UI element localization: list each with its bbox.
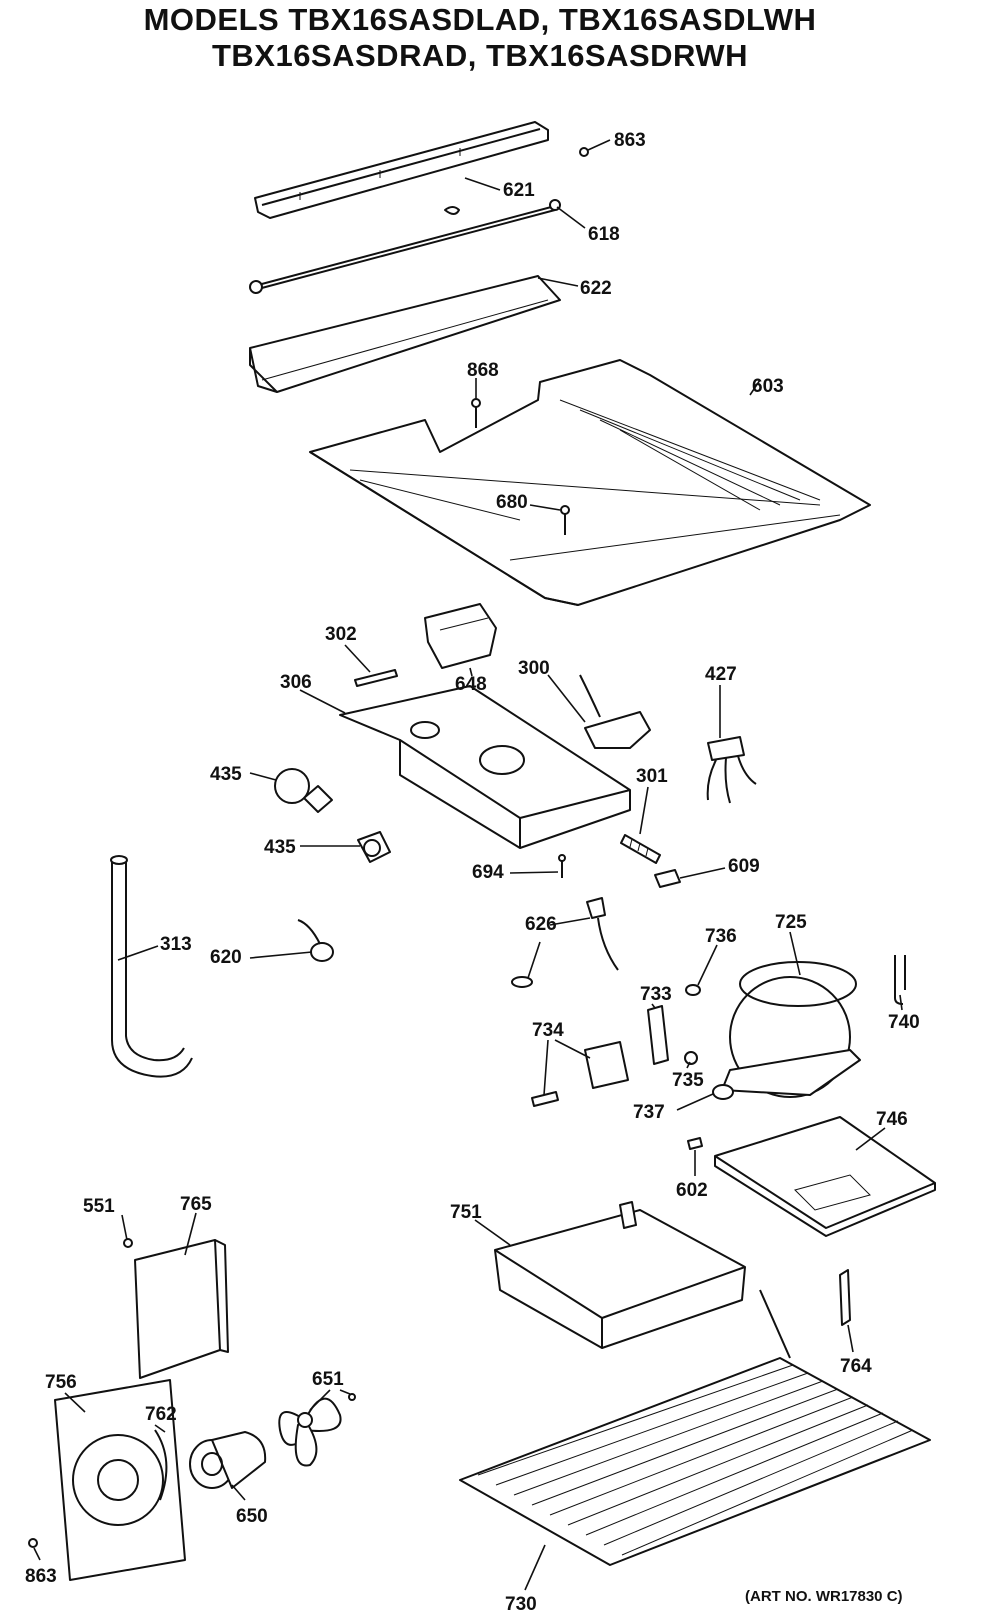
label-737: 737 bbox=[633, 1102, 665, 1123]
label-551: 551 bbox=[83, 1196, 115, 1217]
part-302-pin[interactable] bbox=[354, 669, 398, 687]
label-762: 762 bbox=[145, 1404, 177, 1425]
part-734-overload[interactable] bbox=[531, 1041, 629, 1107]
part-651-fan-blade[interactable] bbox=[278, 1393, 356, 1467]
part-765-panel[interactable] bbox=[134, 1239, 229, 1379]
label-651: 651 bbox=[312, 1369, 344, 1390]
label-863-bottom: 863 bbox=[25, 1566, 57, 1587]
part-620-grommet[interactable] bbox=[297, 919, 334, 962]
part-868-screw[interactable] bbox=[471, 398, 481, 428]
part-863-screw-top[interactable] bbox=[579, 147, 589, 157]
part-863-screw-bottom[interactable] bbox=[28, 1538, 38, 1548]
art-number: (ART NO. WR17830 C) bbox=[745, 1588, 903, 1605]
part-737-grommet[interactable] bbox=[712, 1084, 734, 1100]
label-301: 301 bbox=[636, 766, 668, 787]
part-751-drain-tray[interactable] bbox=[494, 1201, 746, 1349]
label-734: 734 bbox=[532, 1020, 564, 1041]
diagram-title-line-1: MODELS TBX16SASDLAD, TBX16SASDLWH bbox=[143, 2, 817, 37]
part-756-fan-shroud[interactable] bbox=[54, 1379, 186, 1581]
part-626-cord[interactable] bbox=[511, 897, 619, 988]
part-735-terminal[interactable] bbox=[684, 1051, 698, 1065]
label-740: 740 bbox=[888, 1012, 920, 1033]
label-733: 733 bbox=[640, 984, 672, 1005]
label-626: 626 bbox=[525, 914, 557, 935]
label-609: 609 bbox=[728, 856, 760, 877]
label-764: 764 bbox=[840, 1356, 872, 1377]
label-620: 620 bbox=[210, 947, 242, 968]
label-746: 746 bbox=[876, 1109, 908, 1130]
part-680-screw[interactable] bbox=[560, 505, 570, 535]
part-650-fan-motor[interactable] bbox=[189, 1431, 267, 1489]
label-680: 680 bbox=[496, 492, 528, 513]
label-735: 735 bbox=[672, 1070, 704, 1091]
label-427: 427 bbox=[705, 664, 737, 685]
label-622: 622 bbox=[580, 278, 612, 299]
part-301-spring[interactable] bbox=[620, 834, 661, 864]
part-694-screw[interactable] bbox=[558, 854, 566, 878]
label-618: 618 bbox=[588, 224, 620, 245]
label-694: 694 bbox=[472, 862, 504, 883]
label-756: 756 bbox=[45, 1372, 77, 1393]
label-736: 736 bbox=[705, 926, 737, 947]
label-602: 602 bbox=[676, 1180, 708, 1201]
part-762-bracket[interactable] bbox=[154, 1429, 168, 1501]
part-number-labels: 863 621 618 622 868 603 680 302 648 306 … bbox=[25, 130, 920, 1615]
label-650: 650 bbox=[236, 1506, 268, 1527]
part-300-switch[interactable] bbox=[579, 674, 651, 749]
leader-lines bbox=[33, 139, 903, 1591]
label-300: 300 bbox=[518, 658, 550, 679]
part-618-rod[interactable] bbox=[249, 199, 561, 294]
part-435-socket[interactable] bbox=[357, 831, 391, 863]
label-435-socket: 435 bbox=[264, 837, 296, 858]
label-621: 621 bbox=[503, 180, 535, 201]
part-622-channel[interactable] bbox=[249, 275, 561, 393]
part-306-housing[interactable] bbox=[339, 685, 631, 849]
label-765: 765 bbox=[180, 1194, 212, 1215]
part-764-bracket[interactable] bbox=[839, 1269, 851, 1326]
part-427-connector[interactable] bbox=[706, 736, 757, 804]
label-306: 306 bbox=[280, 672, 312, 693]
part-313-drain-tube[interactable] bbox=[110, 855, 193, 1078]
label-648: 648 bbox=[455, 674, 487, 695]
part-736-grommet[interactable] bbox=[685, 984, 701, 996]
part-730-condenser[interactable] bbox=[459, 1289, 931, 1566]
label-725: 725 bbox=[775, 912, 807, 933]
part-602-clip[interactable] bbox=[687, 1137, 703, 1150]
part-435-bulb[interactable] bbox=[274, 768, 333, 813]
part-725-compressor[interactable] bbox=[721, 961, 861, 1098]
diagram-title-line-2: TBX16SASDRAD, TBX16SASDRWH bbox=[211, 38, 749, 73]
part-733-relay[interactable] bbox=[647, 1005, 669, 1065]
label-603: 603 bbox=[752, 376, 784, 397]
label-313: 313 bbox=[160, 934, 192, 955]
label-751: 751 bbox=[450, 1202, 482, 1223]
part-551-screw[interactable] bbox=[123, 1238, 133, 1248]
label-730: 730 bbox=[505, 1594, 537, 1615]
part-609-clip[interactable] bbox=[654, 869, 681, 888]
label-435-bulb: 435 bbox=[210, 764, 242, 785]
label-863-top: 863 bbox=[614, 130, 646, 151]
part-746-base-plate[interactable] bbox=[714, 1116, 936, 1237]
label-302: 302 bbox=[325, 624, 357, 645]
part-603-shelf-pan[interactable] bbox=[309, 359, 871, 606]
part-648-control[interactable] bbox=[424, 603, 497, 669]
label-868: 868 bbox=[467, 360, 499, 381]
part-621-rail[interactable] bbox=[254, 121, 549, 219]
